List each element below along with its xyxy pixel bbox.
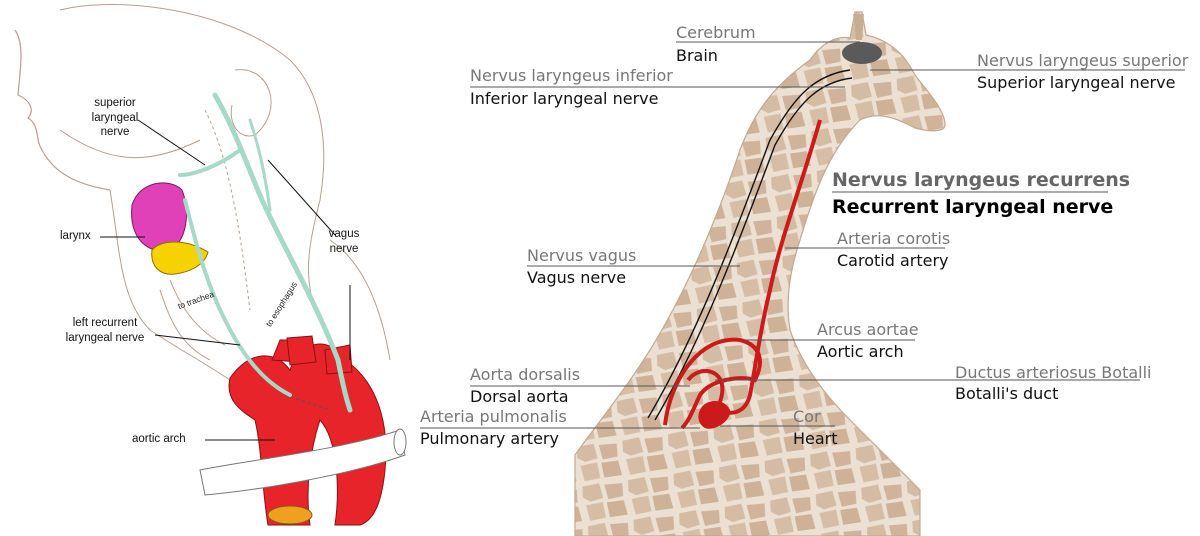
human-sketch [14,3,391,381]
label-arteria-pulmonalis: Arteria pulmonalis [420,407,567,426]
nerves [178,92,353,413]
label-vagus-nerve-en: Vagus nerve [527,268,627,287]
vagus-black-path [647,69,851,419]
label-botallis-duct: Botalli's duct [955,384,1059,403]
label-cor: Cor [793,407,821,426]
label-superior-laryngeal-nerve: superior laryngeal nerve [82,97,148,139]
label-nervus-laryngeus-superior: Nervus laryngeus superior [977,51,1189,70]
label-arteria-corotis: Arteria corotis [837,229,951,248]
label-pulmonary-artery: Pulmonary artery [420,429,559,448]
shoulder-sketch [329,239,391,361]
label-recurrent-laryngeal-nerve: Recurrent laryngeal nerve [832,196,1114,218]
label-cerebrum: Cerebrum [676,23,756,42]
brain [842,42,882,64]
leader-superior-laryngeal [137,119,206,166]
vagus-branch-2 [248,118,272,212]
leader-lines-left [100,119,351,441]
pulmonary-trunk [199,429,406,496]
larynx-group [131,182,209,275]
label-dorsal-aorta: Dorsal aorta [470,387,569,406]
label-brain: Brain [676,46,718,65]
thyroid-shape [151,241,209,275]
jaw-line [59,129,201,159]
superior-laryngeal-line-2: laryngeal [91,111,139,124]
aorta-opening [267,505,313,525]
label-ductus-arteriosus-botalli: Ductus arteriosus Botalli [955,363,1152,382]
neck-front [109,189,231,381]
label-aortic-arch-human: aortic arch [132,433,186,445]
label-arcus-aortae: Arcus aortae [817,320,919,339]
leader-lines-right [420,41,1185,429]
left-recurrent-line-2: laryngeal nerve [65,331,145,344]
recurrent-red-path [720,119,822,415]
vagus-white-path [654,77,853,421]
label-nervus-laryngeus-inferior: Nervus laryngeus inferior [470,66,673,85]
superior-laryngeal-path [178,148,242,177]
face-profile [14,29,111,191]
label-aortic-arch-en: Aortic arch [817,342,904,361]
pulmonary-opening [393,428,407,456]
vagus-nerve-path [212,92,353,413]
leader-vagus [267,159,336,236]
superior-laryngeal-line-3: nerve [100,126,130,138]
label-nervus-vagus: Nervus vagus [527,246,637,265]
label-heart: Heart [793,429,838,448]
left-recurrent-line-1: left recurrent [72,317,138,329]
label-larynx: larynx [60,230,91,242]
recurrent-nerve-path [183,198,292,397]
ligamentum-dashes [284,394,331,411]
label-vagus-nerve: vagus nerve [322,228,366,255]
superior-laryngeal-line-1: superior [94,97,136,109]
carotid-branch [286,335,317,366]
trachea-sketch [159,279,226,361]
giraffe-nerves [647,69,853,430]
vagus-line-2: nerve [329,242,359,255]
label-left-recurrent-laryngeal-nerve: left recurrent laryngeal nerve [55,317,155,344]
ossicone [853,14,864,40]
aorta-red-loop [663,337,762,430]
aortic-arch-shape [228,343,387,526]
head-outline [59,3,325,321]
label-carotid-artery: Carotid artery [837,251,949,270]
label-superior-laryngeal-nerve-en: Superior laryngeal nerve [977,73,1176,92]
spine-sketch [204,109,251,311]
ear-outline [230,69,272,137]
larynx-shape [131,182,187,252]
vagus-line-1: vagus [328,228,360,240]
label-inferior-laryngeal-nerve: Inferior laryngeal nerve [470,89,659,108]
label-aorta-dorsalis: Aorta dorsalis [470,365,581,384]
heart [698,401,731,429]
leader-left-recurrent [154,334,241,346]
label-nervus-laryngeus-recurrens: Nervus laryngeus recurrens [832,169,1131,191]
aorta-vessels [199,335,407,526]
